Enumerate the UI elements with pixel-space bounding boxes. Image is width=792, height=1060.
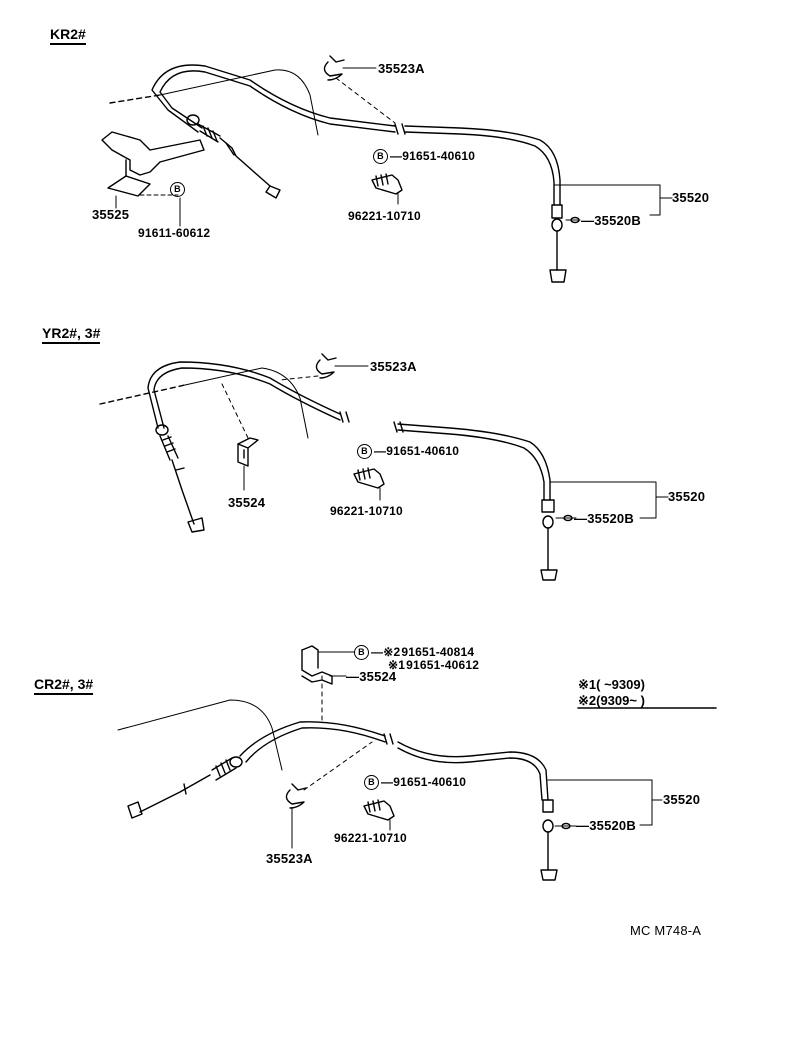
bolt-b-icon: B	[364, 775, 379, 791]
section-title-cr2: CR2#, 3#	[34, 677, 94, 695]
part-label-clamp: 96221-10710	[348, 209, 421, 223]
part-label-grommet: —35520B	[574, 511, 634, 526]
kr2-assembly	[101, 55, 673, 283]
part-label-bracket: 35525	[92, 207, 130, 222]
part-label-clip: 35523A	[266, 851, 313, 866]
bolt-b-icon-bracket: B	[170, 182, 187, 198]
part-label-cable: 35520	[672, 190, 710, 205]
diagram-code: MC M748-A	[630, 923, 702, 938]
bolt-b-icon: B	[357, 444, 372, 460]
part-label-bracket-bolt-1: ※191651-40612	[388, 658, 480, 672]
part-label-clamp: 96221-10710	[334, 831, 407, 845]
part-label-cable: 35520	[668, 489, 706, 504]
section-title-yr2: YR2#, 3#	[42, 326, 101, 344]
part-label-clamp: 96221-10710	[330, 504, 403, 518]
part-label-bolt: B—91651-40610	[373, 149, 475, 165]
part-label-bolt: B—91651-40610	[357, 444, 459, 460]
part-label-bolt: B—91651-40610	[364, 775, 466, 791]
part-label-grommet: —35520B	[581, 213, 641, 228]
part-label-bracket: —35524	[346, 669, 397, 684]
section-title-kr2: KR2#	[50, 27, 86, 45]
part-label-grommet: —35520B	[576, 818, 636, 833]
part-label-clip: 35523A	[378, 61, 425, 76]
part-label-bracket: 35524	[228, 495, 266, 510]
part-label-clip: 35523A	[370, 359, 417, 374]
part-label-bracket-bolt: 91611-60612	[138, 226, 211, 240]
bolt-b-icon: B	[373, 149, 388, 165]
note-row-1: ※1( ~9309)	[578, 677, 645, 692]
yr2-assembly	[99, 353, 669, 581]
note-row-2: ※2(9309~ )	[578, 693, 645, 708]
part-label-bracket-bolt-2: B—※291651-40814	[354, 645, 474, 661]
part-label-cable: 35520	[663, 792, 701, 807]
cr2-assembly	[117, 645, 717, 881]
bolt-b-icon: B	[354, 645, 369, 661]
